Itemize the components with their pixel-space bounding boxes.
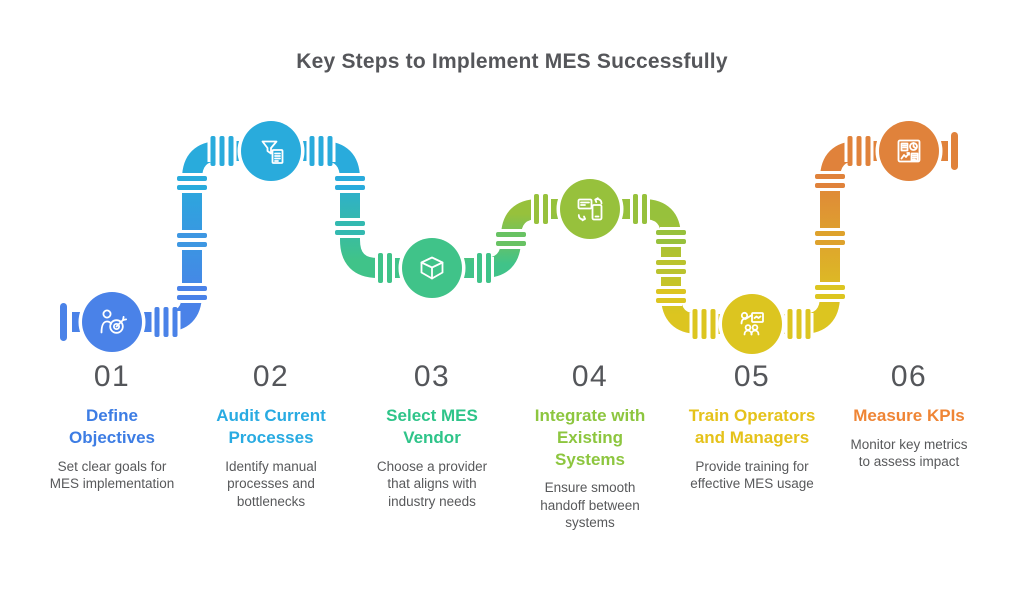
funnel-document-icon [261,140,284,164]
step-description: Ensure smooth handoff between systems [540,480,640,531]
step-title: Measure KPIs [853,406,965,425]
pipe-coupling [656,257,686,277]
step-column-6: 06 Measure KPIs Monitor key metrics to a… [827,362,991,471]
pipe-coupling [630,194,650,224]
step-number: 06 [890,360,928,393]
pipe-coupling [784,309,814,339]
device-sync-icon [577,197,603,222]
step-column-4: 04 Integrate with Existing Systems Ensur… [508,362,672,532]
step-description: Set clear goals for MES implementation [49,458,175,492]
step-column-1: 01 Define Objectives Set clear goals for… [30,362,194,493]
pipe-couplings [151,136,874,339]
step-title: Define Objectives [69,406,155,447]
step-number: 03 [413,360,451,393]
page-title: Key Steps to Implement MES Successfully [296,50,728,73]
pipe-coupling [496,229,526,249]
step-title: Train Operators and Managers [688,406,816,447]
pipe-coupling [656,227,686,247]
pipe-coupling [474,253,494,283]
pipe-coupling [689,309,719,339]
step-title: Integrate with Existing Systems [534,406,646,469]
pipe-coupling [177,283,207,303]
step-column-3: 03 Select MES Vendor Choose a provider t… [350,362,514,510]
pipe-coupling [335,218,365,238]
step-number: 05 [733,360,771,393]
pipe-coupling [815,282,845,302]
pipe-coupling [656,286,686,306]
pipe-coupling [815,228,845,248]
pipe-coupling [207,136,237,166]
step-title: Audit Current Processes [216,406,326,447]
node-circle-5 [722,294,782,354]
pipe-coupling [844,136,874,166]
training-presentation-icon [740,311,764,336]
pipe-coupling [177,230,207,250]
pipe-coupling [815,171,845,191]
step-number: 04 [571,360,609,393]
kpi-dashboard-icon [897,139,921,163]
step-description: Monitor key metrics to assess impact [850,436,968,470]
node-circle-6 [879,121,939,181]
pipe-coupling [177,173,207,193]
cube-package-icon [420,256,444,280]
pipe-coupling [531,194,551,224]
pipe-segment-2-3 [294,141,410,278]
pipe-coupling [151,307,181,337]
pipe-coupling [375,253,395,283]
pipe-end-flange [951,132,958,170]
step-number: 02 [252,360,290,393]
step-number: 01 [93,360,131,393]
goal-target-icon [100,309,127,334]
pipe-start-flange [60,303,67,341]
pipe-coupling [335,173,365,193]
pipe-coupling [306,136,336,166]
step-title: Select MES Vendor [386,406,478,447]
step-column-2: 02 Audit Current Processes Identify manu… [189,362,353,510]
step-column-5: 05 Train Operators and Managers Provide … [670,362,834,493]
step-description: Provide training for effective MES usage [690,458,814,492]
step-description: Identify manual processes and bottleneck… [225,458,317,509]
step-description: Choose a provider that aligns with indus… [376,458,488,509]
